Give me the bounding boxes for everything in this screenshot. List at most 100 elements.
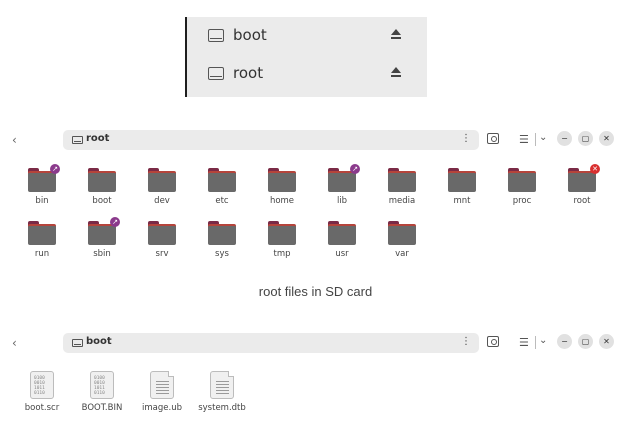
item-name: srv [155, 249, 169, 259]
item-name: boot [92, 196, 112, 206]
item-name: dev [154, 196, 170, 206]
folder-icon [208, 221, 236, 245]
binary-glyph: 0100 0010 1011 0110 [94, 376, 105, 396]
item-name: proc [512, 196, 532, 206]
folder-item[interactable]: srv [136, 221, 188, 259]
close-button[interactable]: ✕ [599, 131, 614, 146]
root-window-header: ‹ root ⋮ ☰ ⌄ − ▢ ✕ [0, 130, 631, 154]
mount-label: boot [233, 26, 267, 44]
folder-icon [208, 168, 236, 192]
new-folder-icon[interactable] [487, 336, 499, 347]
back-button[interactable]: ‹ [12, 133, 17, 147]
mount-item-boot[interactable]: boot [187, 17, 427, 55]
folder-icon: ↗ [88, 217, 120, 245]
file-item[interactable]: image.ub [136, 371, 188, 413]
maximize-button[interactable]: ▢ [578, 334, 593, 349]
item-name: mnt [453, 196, 471, 206]
folder-item[interactable]: var [376, 221, 428, 259]
folder-item[interactable]: dev [136, 168, 188, 206]
symlink-badge-icon: ↗ [50, 164, 60, 174]
minimize-button[interactable]: − [557, 131, 572, 146]
list-view-button[interactable]: ☰ [519, 336, 529, 349]
drive-icon [72, 136, 83, 144]
divider [535, 133, 536, 146]
minimize-button[interactable]: − [557, 334, 572, 349]
mounted-volumes-panel: boot root [185, 17, 427, 97]
back-button[interactable]: ‹ [12, 336, 17, 350]
divider [535, 336, 536, 349]
drive-icon [208, 67, 224, 80]
folder-item[interactable]: mnt [436, 168, 488, 206]
folder-item[interactable]: proc [496, 168, 548, 206]
file-item[interactable]: system.dtb [196, 371, 248, 413]
eject-icon[interactable] [390, 67, 402, 79]
folder-icon [28, 221, 56, 245]
item-name: usr [335, 249, 349, 259]
caption: root files in SD card [258, 284, 373, 299]
path-bar[interactable]: boot ⋮ [63, 333, 479, 353]
path-menu-button[interactable]: ⋮ [461, 336, 471, 347]
mount-label: root [233, 64, 264, 82]
no-access-badge-icon: ✕ [590, 164, 600, 174]
folder-icon: ✕ [568, 164, 600, 192]
folder-icon [448, 168, 476, 192]
folder-item[interactable]: ↗ sbin [76, 217, 128, 259]
item-name: lib [336, 196, 348, 206]
folder-item[interactable]: ✕ root [556, 164, 608, 206]
maximize-button[interactable]: ▢ [578, 131, 593, 146]
drive-icon [72, 339, 83, 347]
folder-item[interactable]: usr [316, 221, 368, 259]
folder-icon [508, 168, 536, 192]
boot-window-header: ‹ boot ⋮ ☰ ⌄ − ▢ ✕ [0, 333, 631, 357]
item-name: etc [215, 196, 229, 206]
close-button[interactable]: ✕ [599, 334, 614, 349]
folder-icon [328, 221, 356, 245]
binary-file-icon: 0100 0010 1011 0110 [90, 371, 114, 399]
item-name: boot.scr [24, 403, 60, 413]
folder-icon [268, 221, 296, 245]
item-name: var [395, 249, 409, 259]
folder-item[interactable]: boot [76, 168, 128, 206]
folder-item[interactable]: sys [196, 221, 248, 259]
folder-item[interactable]: home [256, 168, 308, 206]
folder-item[interactable]: run [16, 221, 68, 259]
item-name: home [269, 196, 295, 206]
item-name: image.ub [142, 403, 182, 413]
binary-glyph: 0100 0010 1011 0110 [34, 376, 45, 396]
path-bar[interactable]: root ⋮ [63, 130, 479, 150]
folder-icon: ↗ [328, 164, 360, 192]
folder-icon: ↗ [28, 164, 60, 192]
item-name: root [573, 196, 591, 206]
view-options-dropdown[interactable]: ⌄ [539, 132, 548, 143]
path-text: root [86, 133, 110, 144]
path-text: boot [86, 336, 112, 347]
list-view-button[interactable]: ☰ [519, 133, 529, 146]
folder-item[interactable]: ↗ lib [316, 164, 368, 206]
item-name: BOOT.BIN [81, 403, 123, 413]
symlink-badge-icon: ↗ [350, 164, 360, 174]
file-item[interactable]: 0100 0010 1011 0110 boot.scr [16, 371, 68, 413]
symlink-badge-icon: ↗ [110, 217, 120, 227]
folder-icon [148, 221, 176, 245]
item-name: tmp [273, 249, 291, 259]
folder-item[interactable]: ↗bin [16, 164, 68, 206]
folder-item[interactable]: tmp [256, 221, 308, 259]
text-file-icon [210, 371, 234, 399]
folder-item[interactable]: etc [196, 168, 248, 206]
item-name: run [34, 249, 50, 259]
folder-icon [388, 168, 416, 192]
item-name: system.dtb [198, 403, 246, 413]
item-name: sbin [93, 249, 111, 259]
path-menu-button[interactable]: ⋮ [461, 133, 471, 144]
binary-file-icon: 0100 0010 1011 0110 [30, 371, 54, 399]
new-folder-icon[interactable] [487, 133, 499, 144]
mount-item-root[interactable]: root [187, 55, 427, 93]
view-options-dropdown[interactable]: ⌄ [539, 335, 548, 346]
item-name: sys [215, 249, 229, 259]
folder-item[interactable]: media [376, 168, 428, 206]
folder-icon [88, 168, 116, 192]
eject-icon[interactable] [390, 29, 402, 41]
item-name: media [388, 196, 416, 206]
folder-icon [148, 168, 176, 192]
